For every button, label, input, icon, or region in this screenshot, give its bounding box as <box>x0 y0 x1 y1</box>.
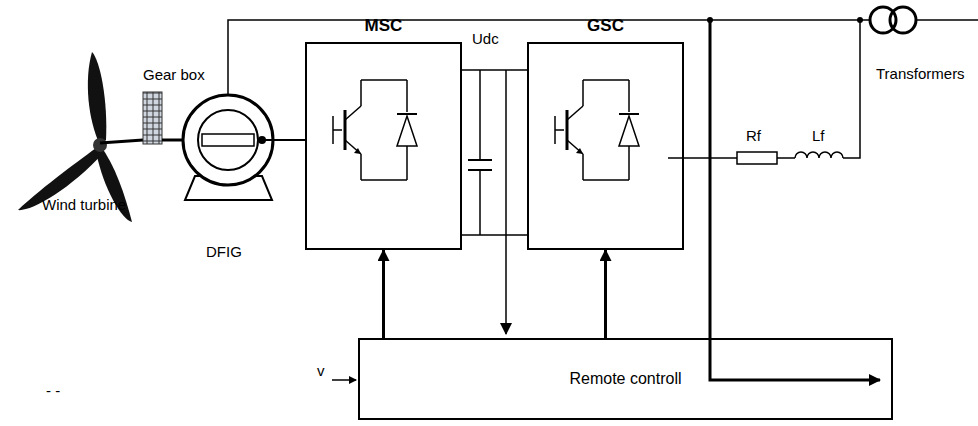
component-name: Lf <box>812 127 825 145</box>
signal-name: Udc <box>472 30 499 48</box>
part-name: Gear box <box>143 66 205 84</box>
signal-name: v <box>317 362 325 380</box>
note: - - <box>46 382 60 400</box>
control-arrow <box>382 250 385 338</box>
part-name: DFIG <box>206 243 242 261</box>
control-arrow <box>604 250 607 338</box>
part-name: Wind turbine <box>42 196 126 214</box>
box-label: Remote controll <box>360 370 891 388</box>
dc-bus-line <box>462 234 527 236</box>
box-heading: GSC <box>529 16 682 36</box>
part-name: Transformers <box>876 65 965 83</box>
control-box: Remote controll <box>358 338 893 420</box>
box-heading: MSC <box>307 16 460 36</box>
converter-box: GSC <box>527 42 684 250</box>
component-name: Rf <box>746 127 761 145</box>
converter-box: MSC <box>305 42 462 250</box>
dc-bus-line <box>462 69 527 71</box>
